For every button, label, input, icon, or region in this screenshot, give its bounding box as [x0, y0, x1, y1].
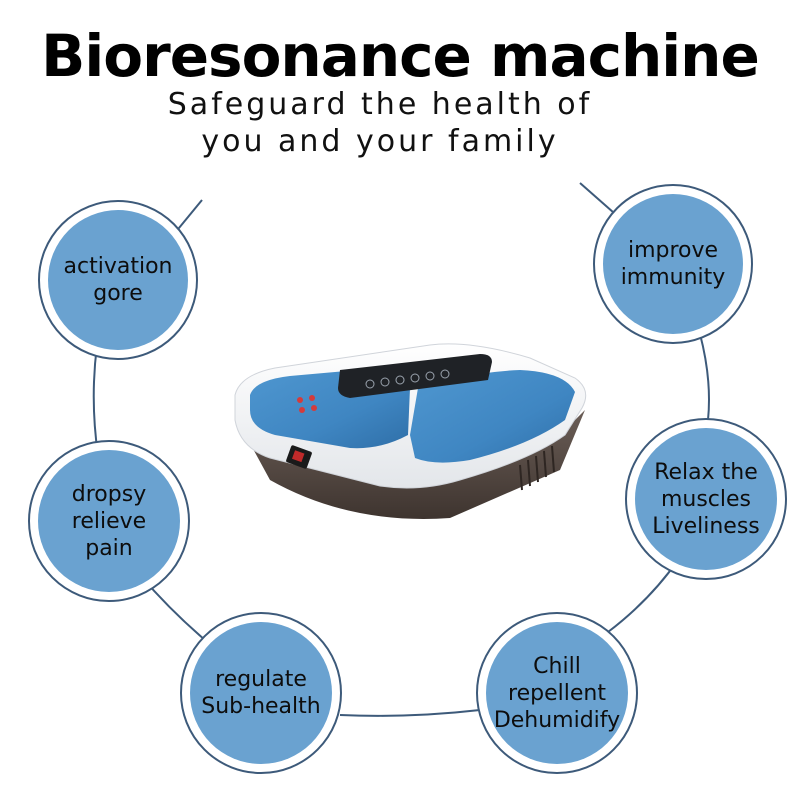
- bubble-immunity: improve immunity: [593, 184, 753, 344]
- bubble-label-activation: activation gore: [63, 254, 173, 306]
- bubble-chill: Chill repellent Dehumidify: [476, 612, 638, 774]
- bubble-dropsy: dropsy relieve pain: [28, 440, 190, 602]
- device-control-panel: [338, 354, 492, 398]
- bubble-subhealth: regulate Sub-health: [180, 612, 342, 774]
- page-subtitle: Safeguard the health of you and your fam…: [167, 87, 593, 159]
- bubble-label-subhealth: regulate Sub-health: [201, 667, 321, 719]
- bubble-label-chill: Chill repellent Dehumidify: [493, 653, 621, 733]
- connector-bottom: [339, 709, 481, 717]
- bubble-activation: activation gore: [38, 200, 198, 360]
- connector-right-upper: [699, 333, 710, 421]
- bubble-label-dropsy: dropsy relieve pain: [71, 481, 147, 561]
- page-title: Bioresonance machine: [41, 22, 760, 90]
- foot-massager-device-image: [234, 343, 587, 519]
- bubble-label-relax: Relax the muscles Liveliness: [652, 459, 760, 539]
- connector-right-lower: [607, 559, 679, 633]
- bubble-relax: Relax the muscles Liveliness: [625, 418, 787, 580]
- device-base: [240, 410, 585, 519]
- device-right-pad: [410, 370, 575, 463]
- bubble-label-immunity: improve immunity: [620, 238, 726, 290]
- connector-left-upper: [92, 344, 99, 456]
